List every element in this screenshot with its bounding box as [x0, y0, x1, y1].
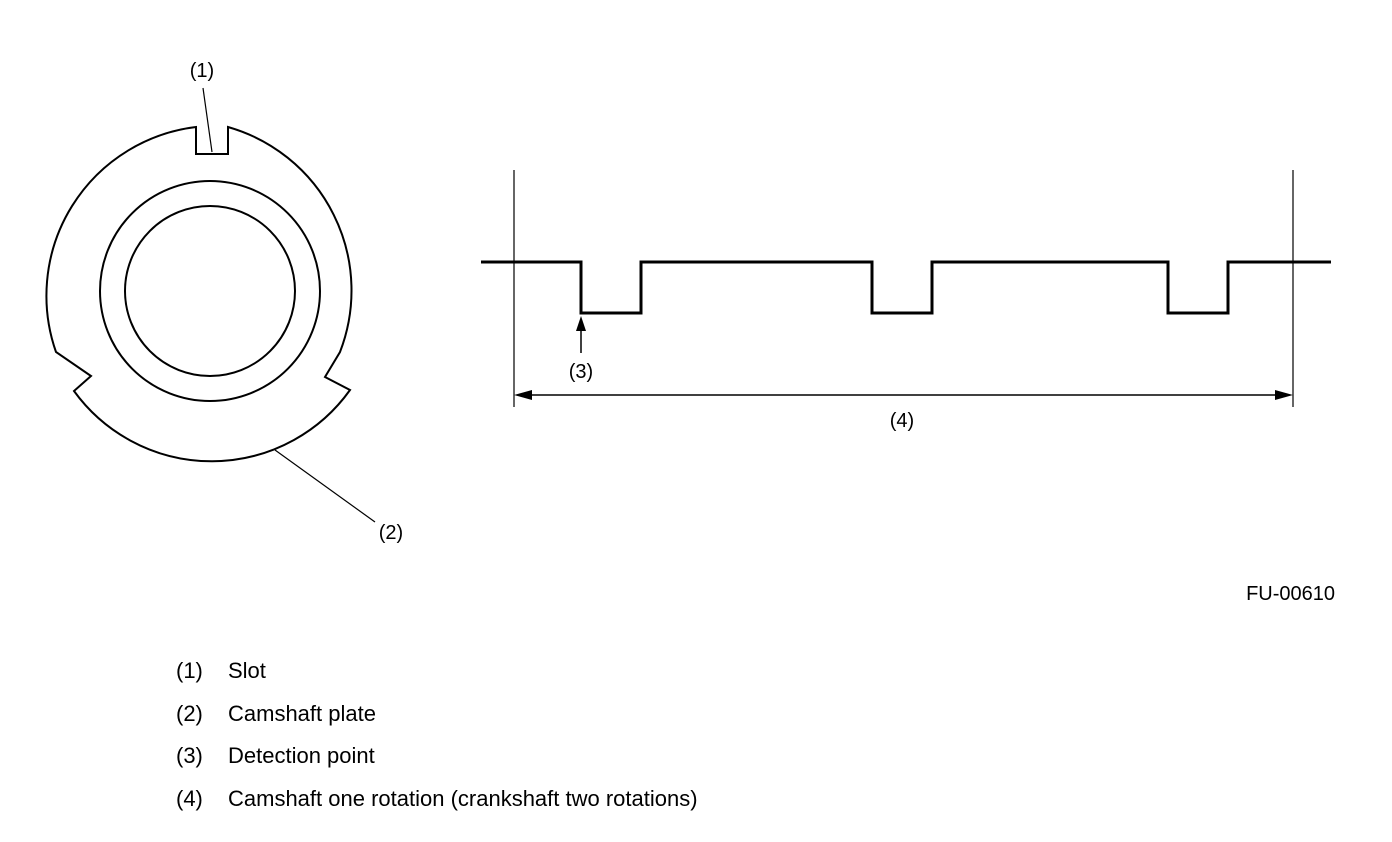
- camshaft-plate-inner-ring: [99, 180, 321, 402]
- legend-item: (1) Slot: [176, 650, 698, 693]
- legend-item: (4) Camshaft one rotation (crankshaft two…: [176, 778, 698, 821]
- legend-number: (4): [176, 785, 203, 811]
- signal-waveform: [481, 170, 1331, 407]
- callout-camshaft-plate: (2): [379, 522, 403, 544]
- detection-point-arrow: [576, 316, 586, 353]
- sensor-pulse-trace: [481, 260, 1331, 315]
- legend-number: (3): [176, 743, 203, 768]
- callout-slot: (1): [190, 60, 214, 82]
- plate-leader-line: [274, 449, 376, 523]
- legend-item: (2) Camshaft plate: [176, 693, 698, 736]
- legend-text: Slot: [228, 658, 266, 683]
- legend-text: Camshaft plate: [228, 700, 376, 726]
- callout-detection-point: (3): [569, 361, 593, 383]
- legend-item: (3) Detection point: [176, 735, 698, 778]
- callout-one-rotation: (4): [890, 410, 914, 432]
- rotation-dimension-arrow: [514, 390, 1293, 400]
- camshaft-plate: [45, 125, 353, 463]
- legend-number: (1): [176, 658, 203, 683]
- camshaft-plate-bore: [124, 205, 296, 377]
- legend-number: (2): [176, 700, 203, 726]
- camshaft-plate-outline: [45, 125, 353, 463]
- legend-text: Camshaft one rotation (crankshaft two ro…: [228, 785, 698, 811]
- legend-text: Detection point: [228, 743, 375, 768]
- slot-leader-line: [202, 87, 213, 153]
- figure-id: FU-00610: [1246, 583, 1335, 605]
- legend-list: (1) Slot (2) Camshaft plate (3) Detection p…: [176, 650, 698, 820]
